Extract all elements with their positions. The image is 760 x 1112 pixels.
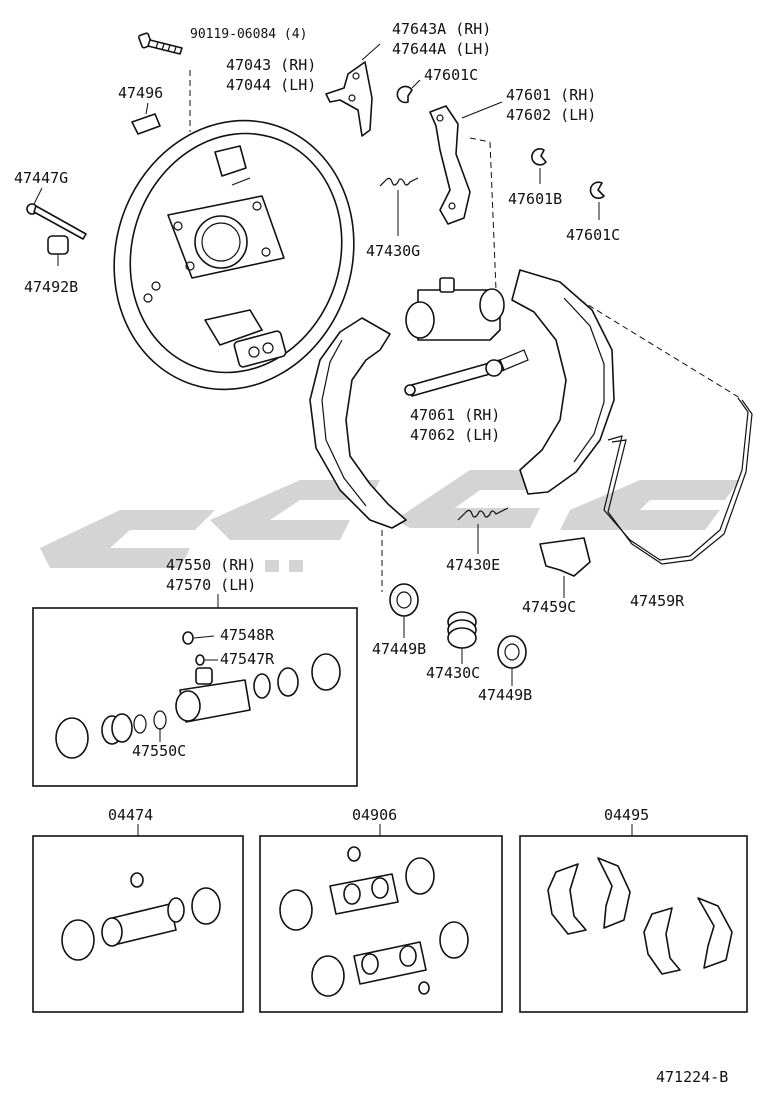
label-backing-plate-rh: 47043 (RH) xyxy=(226,56,316,74)
label-washer: 47492B xyxy=(24,278,78,296)
label-spring-c: 47430C xyxy=(426,664,480,682)
label-holddown-cup-1: 47449B xyxy=(372,640,426,658)
label-lever-rh: 47601 (RH) xyxy=(506,86,596,104)
wheel-cylinder xyxy=(405,277,505,341)
parking-lever xyxy=(429,101,503,225)
callout-labels: 90119-06084 (4) 47643A (RH) 47644A (LH) … xyxy=(14,20,728,1086)
label-cup: 47550C xyxy=(132,742,186,760)
label-holddown-cup-2: 47449B xyxy=(478,686,532,704)
spring-c xyxy=(447,611,477,664)
label-clip-b: 47601B xyxy=(508,190,562,208)
cable-bracket xyxy=(325,43,381,137)
label-cylinder-rh: 47550 (RH) xyxy=(166,556,256,574)
label-kit-3: 04495 xyxy=(604,806,649,824)
kit-2-parts xyxy=(279,846,469,997)
label-bleeder-plug: 47547R xyxy=(220,650,275,668)
cable-guide xyxy=(539,537,591,598)
pin xyxy=(26,187,87,240)
label-bolt: 90119-06084 (4) xyxy=(190,27,307,42)
brake-shoe-left xyxy=(309,317,407,529)
kit-box-3 xyxy=(519,835,748,1013)
holddown-cup-2 xyxy=(497,635,527,686)
clip-c xyxy=(396,79,421,104)
backing-plate xyxy=(113,119,355,391)
bolt xyxy=(138,32,183,55)
washer xyxy=(47,235,69,266)
adjusting-strut xyxy=(404,349,529,397)
brake-shoe-right xyxy=(511,269,615,495)
label-strut-rh: 47061 (RH) xyxy=(410,406,500,424)
clip-c2 xyxy=(589,181,605,220)
label-parking-cable: 47459R xyxy=(630,592,685,610)
plug xyxy=(131,102,161,135)
label-diagram-id: 471224-B xyxy=(656,1068,728,1086)
label-kit-1: 04474 xyxy=(108,806,153,824)
spring-e xyxy=(457,507,509,554)
label-cable-bracket-lh: 47644A (LH) xyxy=(392,40,491,58)
cylinder-detail-box xyxy=(32,607,358,787)
label-lever-lh: 47602 (LH) xyxy=(506,106,596,124)
parking-cable xyxy=(603,397,753,565)
kit-3-parts xyxy=(547,857,733,975)
holddown-cup-1 xyxy=(389,583,419,638)
kit-1-parts xyxy=(61,872,221,961)
clip-b xyxy=(531,148,547,184)
assembly-guides xyxy=(189,70,741,592)
label-kit-2: 04906 xyxy=(352,806,397,824)
kit-box-2 xyxy=(259,835,503,1013)
label-bleeder-cap: 47548R xyxy=(220,626,275,644)
label-cylinder-lh: 47570 (LH) xyxy=(166,576,256,594)
label-plug: 47496 xyxy=(118,84,163,102)
label-backing-plate-lh: 47044 (LH) xyxy=(226,76,316,94)
label-strut-lh: 47062 (LH) xyxy=(410,426,500,444)
cylinder-detail xyxy=(55,594,341,759)
label-cable-guide: 47459C xyxy=(522,598,576,616)
label-clip-c2: 47601C xyxy=(566,226,620,244)
spring-g xyxy=(379,177,419,236)
label-cable-bracket-rh: 47643A (RH) xyxy=(392,20,491,38)
label-clip-c: 47601C xyxy=(424,66,478,84)
label-spring-e: 47430E xyxy=(446,556,500,574)
label-spring-g: 47430G xyxy=(366,242,420,260)
label-pin: 47447G xyxy=(14,169,68,187)
watermark xyxy=(40,470,740,572)
